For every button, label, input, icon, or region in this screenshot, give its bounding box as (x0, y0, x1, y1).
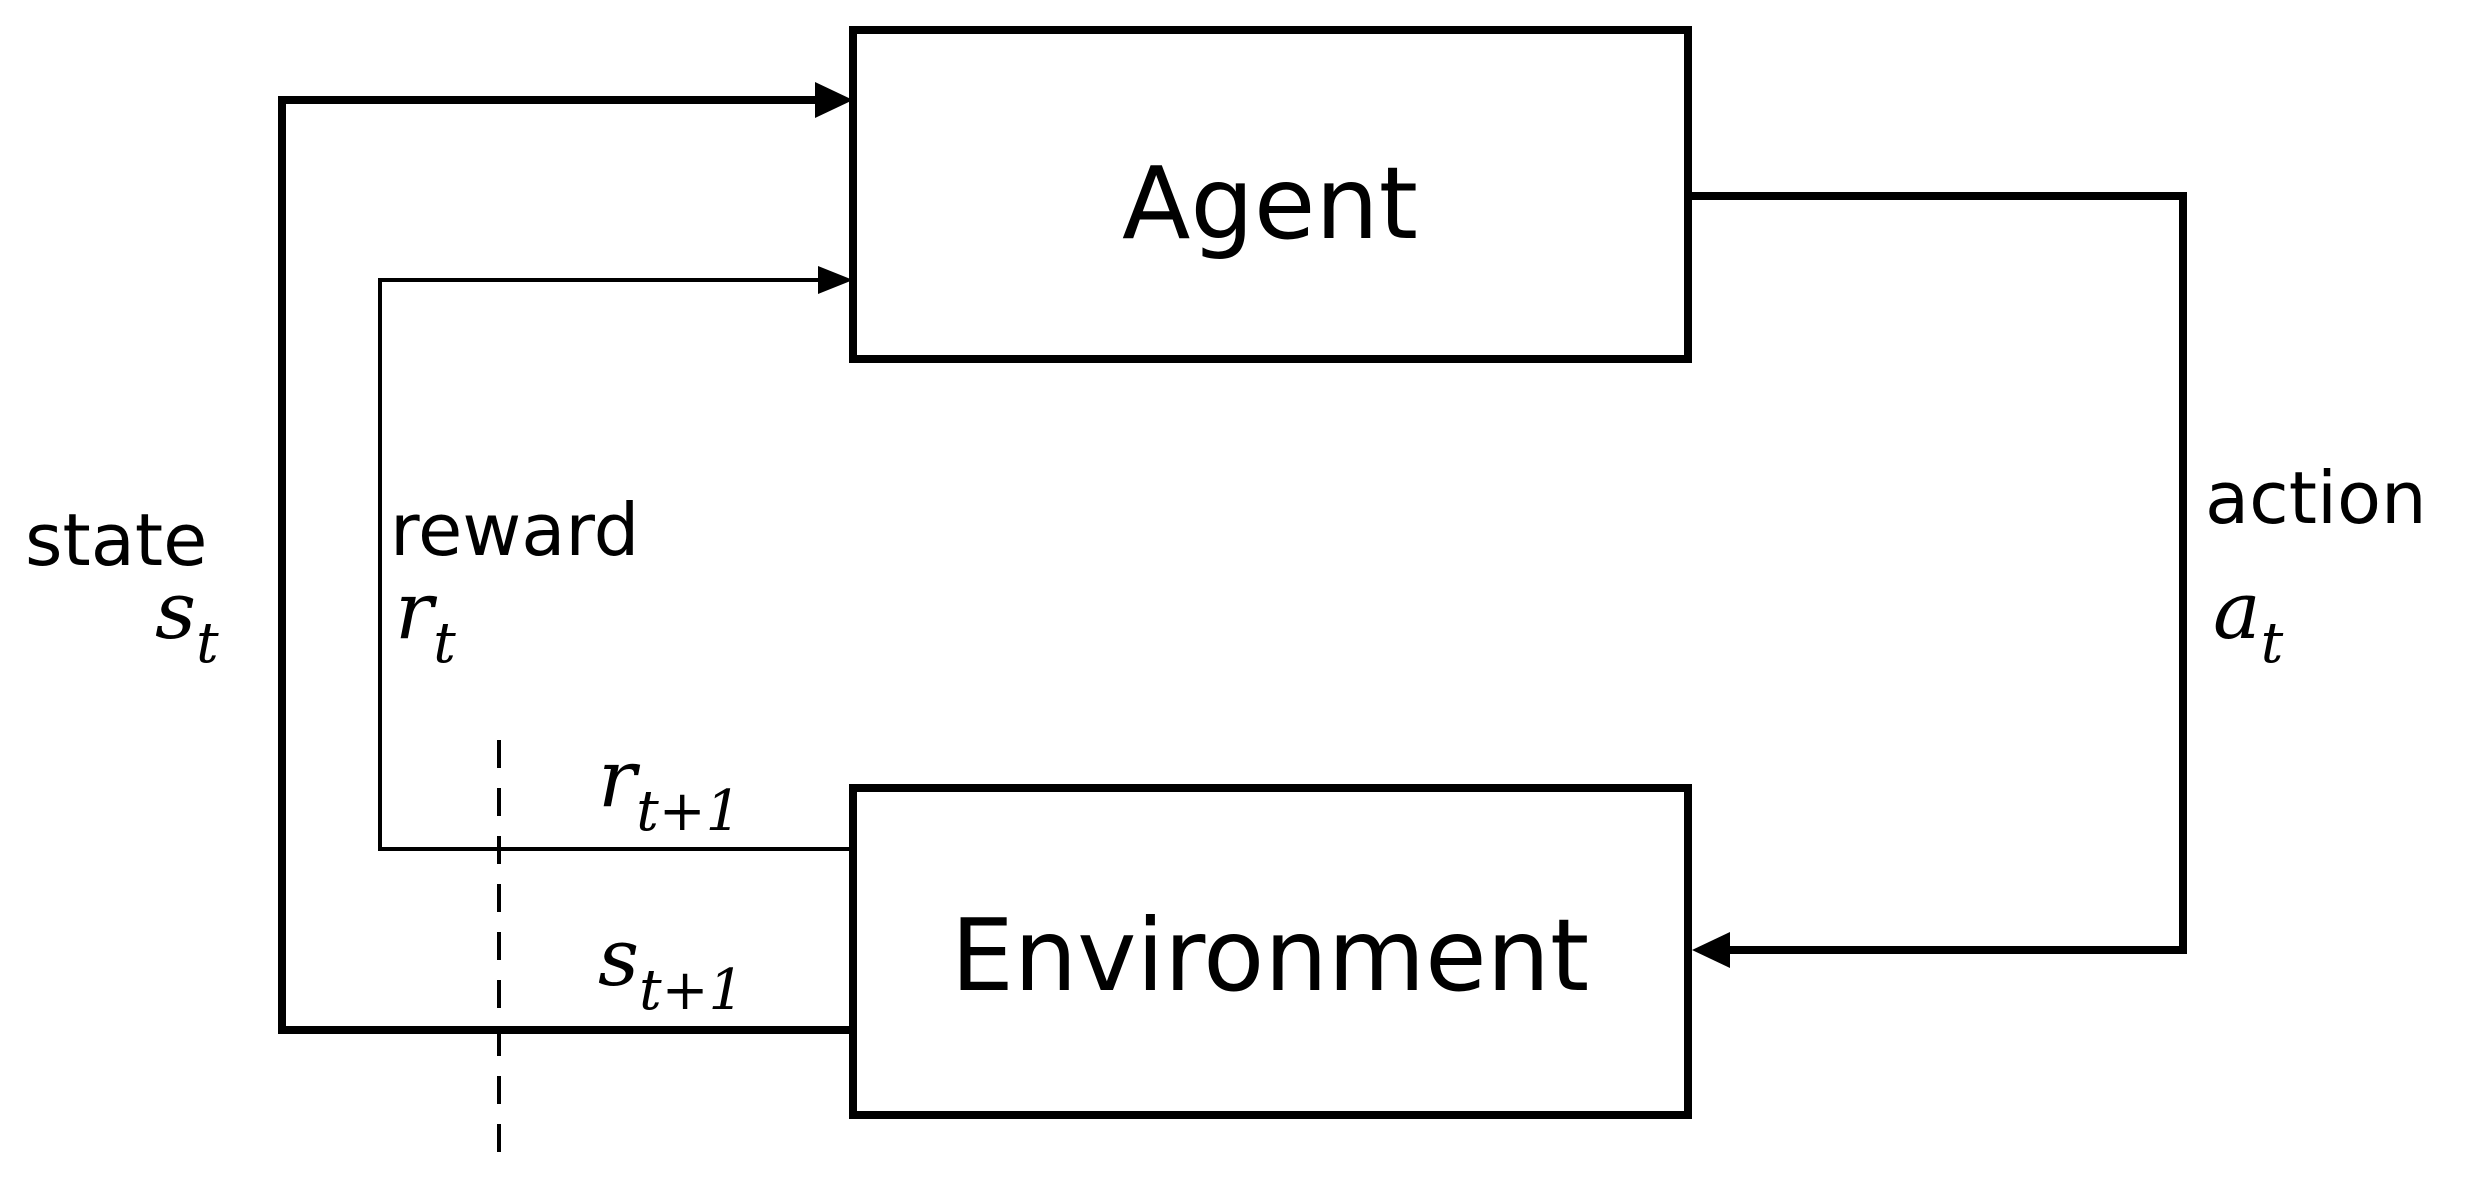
a-t-label: at (2213, 564, 2284, 676)
r-t-plus-1-label: rt+1 (598, 732, 741, 844)
action-connector (1684, 192, 2187, 954)
state-label: state (25, 498, 207, 582)
agent-box (849, 26, 1692, 363)
agent-label: Agent (1122, 145, 1418, 262)
reward-arrowhead (818, 266, 853, 294)
action-arrowhead (1692, 932, 1730, 968)
state-connector (278, 96, 857, 1034)
reward-connector (378, 278, 853, 851)
r-t-label: rt (395, 564, 456, 676)
s-t-plus-1-label: st+1 (598, 911, 744, 1023)
action-label: action (2205, 456, 2427, 540)
environment-box (849, 784, 1692, 1119)
state-arrowhead (815, 82, 853, 118)
environment-label: Environment (951, 897, 1590, 1014)
reward-label: reward (390, 488, 639, 572)
s-t-label: st (155, 564, 219, 676)
